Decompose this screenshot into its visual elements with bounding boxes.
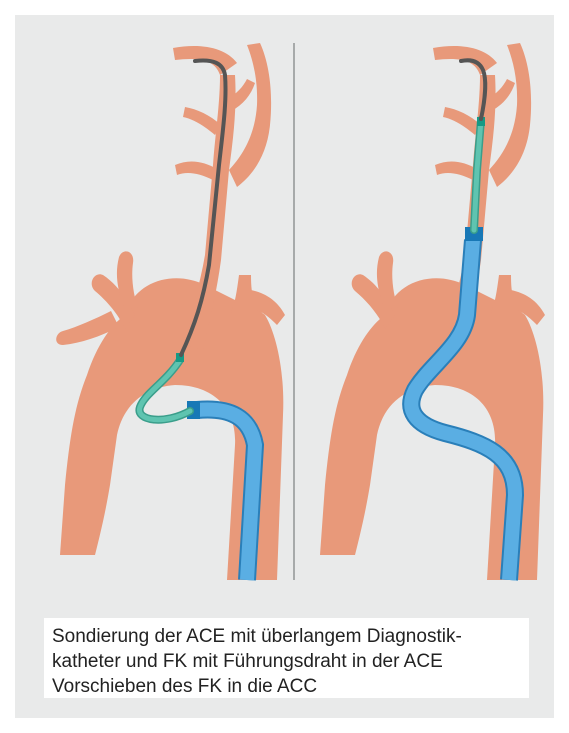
left-side-branch-2: [175, 162, 217, 180]
caption-line-2: katheter und FK mit Führungsdraht in der…: [52, 649, 521, 674]
right-side-branch-2: [435, 162, 477, 180]
figure-panel: Sondierung der ACE mit überlangem Diagno…: [15, 15, 554, 718]
left-ica-branch: [229, 43, 271, 187]
left-guiding-catheter-fill: [197, 409, 255, 580]
left-side-branch-1: [183, 107, 221, 135]
right-ica-branch: [489, 43, 531, 187]
caption-line-1: Sondierung der ACE mit überlangem Diagno…: [52, 624, 521, 649]
caption-line-3: Vorschieben des FK in die ACC: [52, 674, 521, 699]
vessel-diagram: [15, 15, 554, 605]
figure-caption: Sondierung der ACE mit überlangem Diagno…: [44, 618, 529, 698]
right-side-branch-1: [443, 107, 481, 135]
